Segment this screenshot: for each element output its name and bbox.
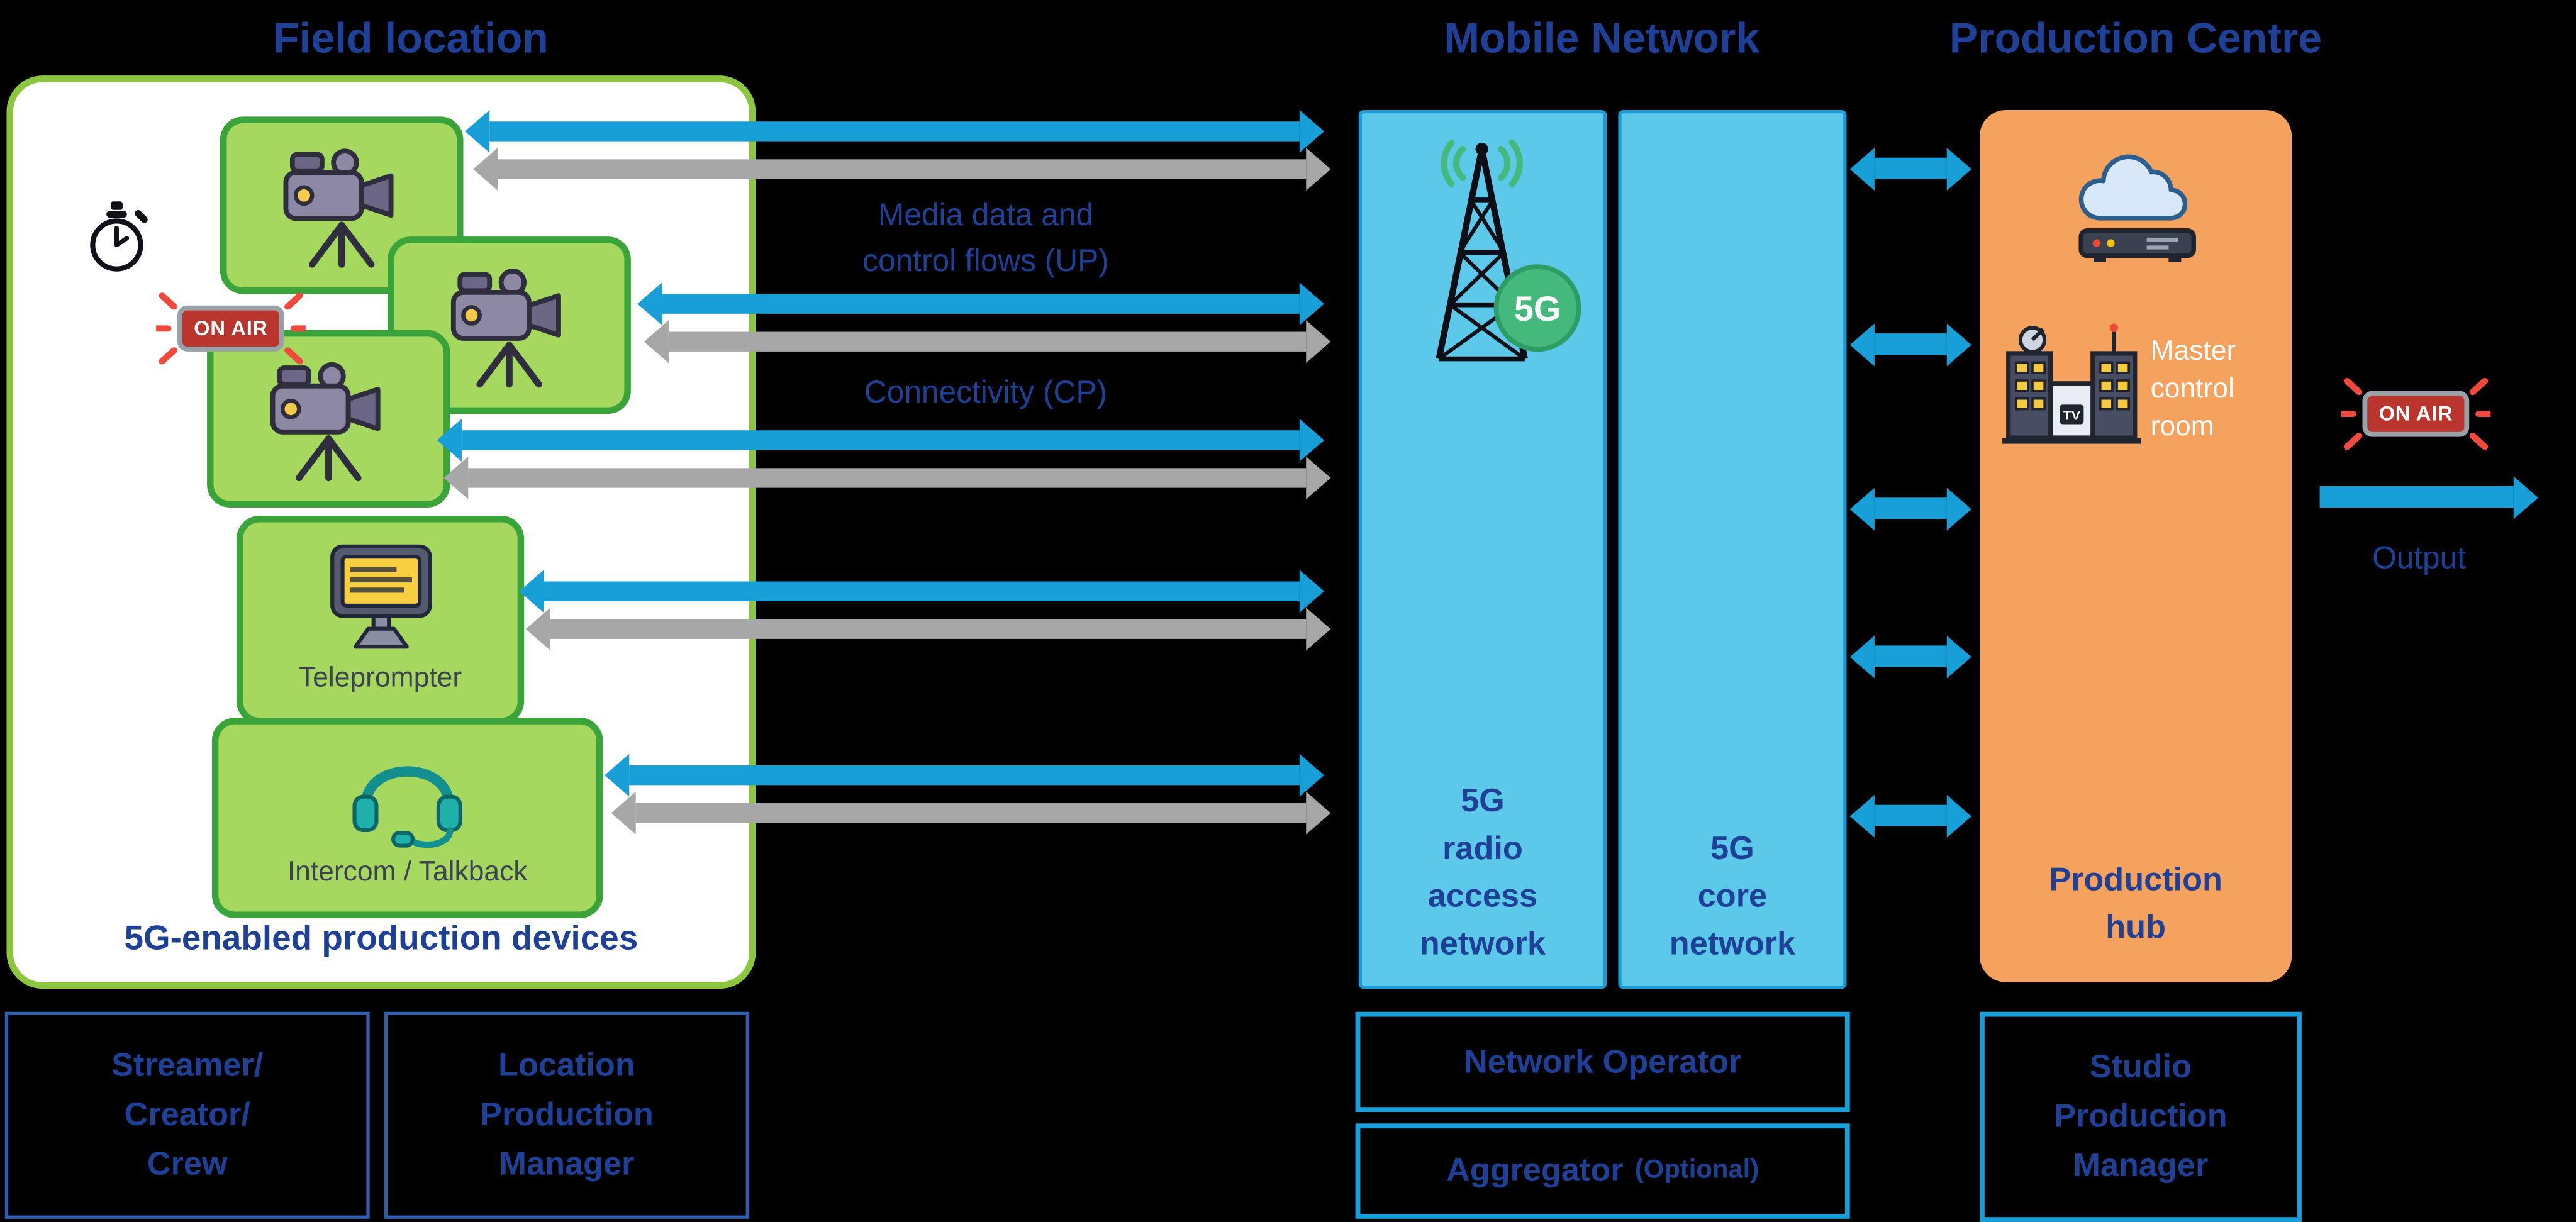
production-hub: TV Master control room Production hub [1979, 109, 2292, 982]
ran-label: 5G radio access network [1419, 783, 1546, 963]
output-arrow [2319, 486, 2514, 508]
on-air-rays-icon [156, 292, 306, 365]
video-camera-icon [283, 148, 394, 268]
hub-link-arrow-4 [1874, 645, 1947, 667]
on-air-sign: ON AIR [156, 292, 306, 365]
connectivity-flow-label: Connectivity (CP) [864, 376, 1107, 411]
tv-badge-label: TV [2063, 408, 2080, 423]
media-uplink-arrow-intercom [629, 765, 1300, 786]
production-hub-label: Production hub [2049, 862, 2222, 947]
cloud-server-icon [2078, 154, 2196, 262]
teleprompter-box: Teleprompter [237, 516, 525, 725]
on-air-rays-icon [2341, 377, 2491, 450]
5g-tower-icon: 5G [1436, 139, 1581, 362]
connectivity-arrow-camera3 [468, 468, 1307, 488]
media-flow-label: Media data and control flows (UP) [862, 199, 1109, 279]
stopwatch-icon [90, 201, 148, 272]
teleprompter-icon [329, 544, 432, 649]
media-uplink-arrow-camera2 [662, 294, 1300, 314]
hub-link-arrow-5 [1874, 804, 1947, 826]
output-on-air-sign: ON AIR [2341, 377, 2491, 450]
badge-5g-label: 5G [1514, 289, 1561, 328]
network-operator-label: Network Operator [1464, 1043, 1742, 1080]
headset-icon [352, 765, 462, 847]
location-production-manager-box: Location Production Manager [384, 1011, 749, 1219]
output-label: Output [2372, 542, 2467, 577]
media-uplink-arrow-camera3 [461, 430, 1300, 450]
mobile-network-title: Mobile Network [1444, 13, 1760, 63]
media-uplink-arrow-teleprompter [544, 581, 1300, 601]
field-location-title: Field location [273, 13, 549, 63]
connectivity-arrow-teleprompter [550, 619, 1307, 639]
streamer-crew-box: Streamer/ Creator/ Crew [4, 1011, 370, 1219]
on-air-badge: ON AIR [2362, 391, 2470, 437]
hub-link-arrow-3 [1874, 497, 1947, 519]
aggregator-optional-label: (Optional) [1634, 1156, 1759, 1184]
aggregator-label: Aggregator [1446, 1153, 1624, 1189]
connectivity-arrow-camera1 [498, 159, 1307, 179]
intercom-box: Intercom / Talkback [211, 718, 603, 918]
teleprompter-label: Teleprompter [299, 662, 462, 694]
camera-box-3 [207, 330, 450, 508]
intercom-label: Intercom / Talkback [287, 855, 528, 886]
video-camera-icon [450, 268, 561, 388]
devices-caption: 5G-enabled production devices [124, 919, 638, 958]
network-operator-box: Network Operator [1355, 1011, 1850, 1113]
connectivity-arrow-camera2 [668, 331, 1307, 352]
connectivity-arrow-intercom [635, 803, 1307, 823]
on-air-badge: ON AIR [177, 305, 285, 352]
hub-link-arrow-2 [1874, 333, 1947, 355]
hub-link-arrow-1 [1874, 157, 1947, 179]
ran-column: 5G 5G radio access network [1358, 109, 1607, 989]
aggregator-box: Aggregator (Optional) [1355, 1123, 1850, 1219]
tv-station-icon: TV [2002, 323, 2141, 444]
video-camera-icon [270, 362, 381, 482]
badge-5g-circle [1493, 264, 1581, 352]
production-centre-title: Production Centre [1949, 13, 2322, 63]
master-control-label: Master control room [2150, 335, 2236, 442]
media-uplink-arrow-camera1 [489, 121, 1300, 142]
core-label: 5G core network [1669, 831, 1796, 963]
core-column: 5G core network [1618, 109, 1847, 989]
field-location-panel: ON AIR Teleprompter [6, 75, 756, 989]
studio-production-manager-box: Studio Production Manager [1979, 1011, 2302, 1222]
